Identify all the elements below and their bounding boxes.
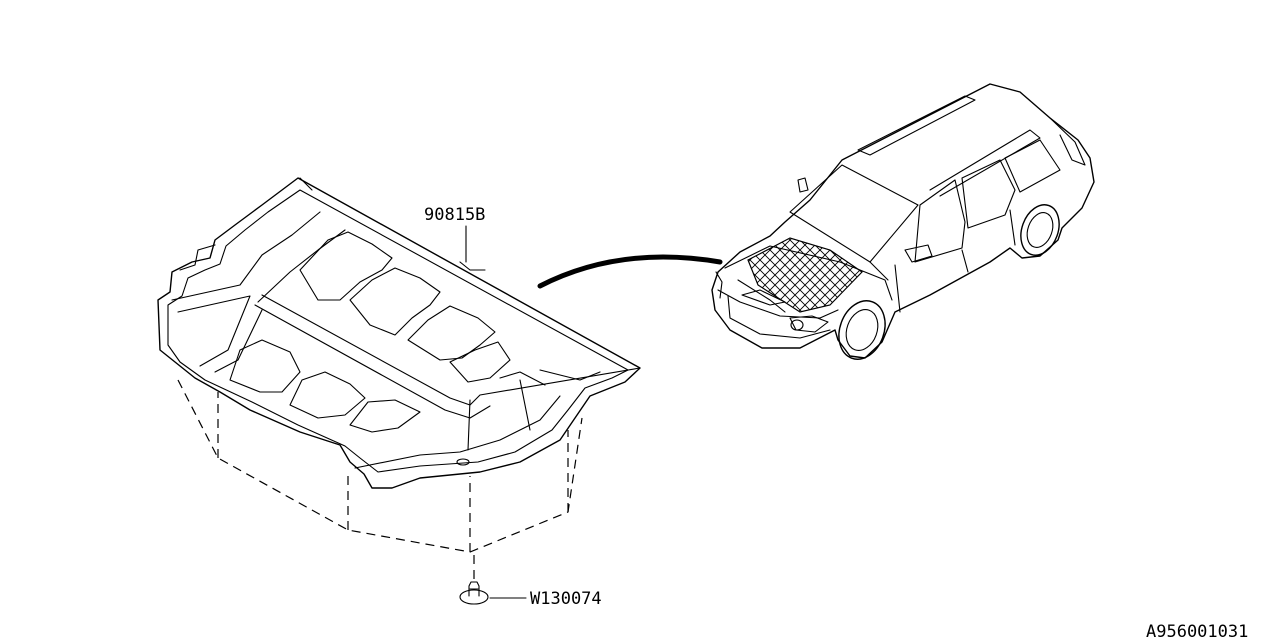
hood-insulator-icon	[157, 177, 641, 489]
hood-hatch-icon	[747, 237, 863, 313]
clip-icon	[459, 581, 489, 605]
projection-lines	[177, 379, 583, 580]
figure-id: A956001031	[1146, 622, 1248, 640]
connector-curve	[537, 254, 723, 289]
label-w130074: W130074	[530, 589, 602, 609]
car-icon	[711, 83, 1095, 360]
label-90815b: 90815B	[424, 205, 485, 225]
